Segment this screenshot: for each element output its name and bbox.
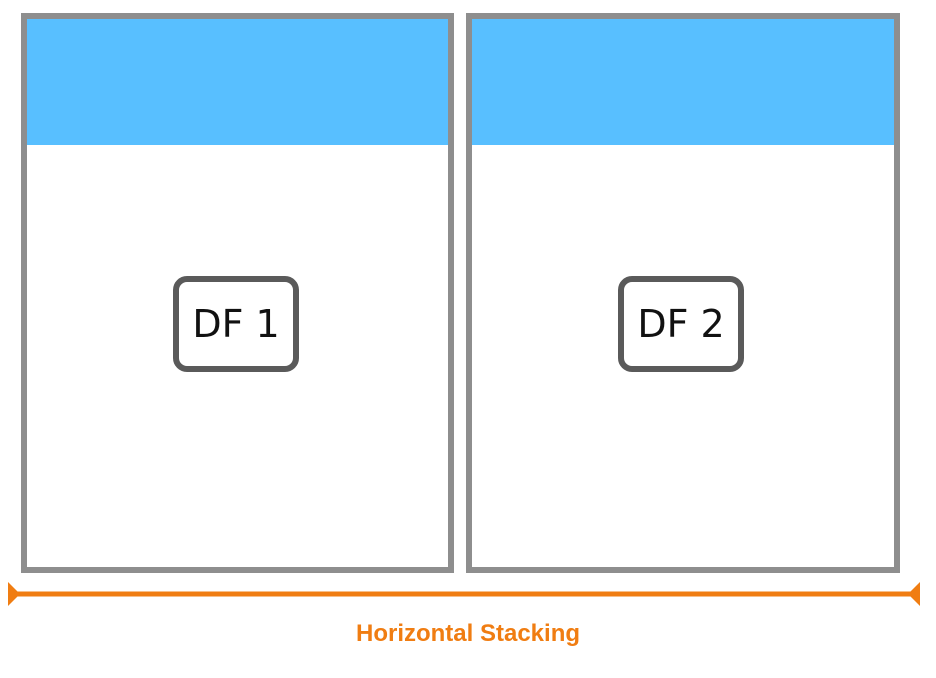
dataframe-1-label: DF 1 [192, 302, 280, 346]
dataframe-2-label-box: DF 2 [618, 276, 744, 372]
dataframe-1-label-box: DF 1 [173, 276, 299, 372]
dataframe-1-header [27, 19, 448, 145]
left-arrowhead-icon [8, 582, 20, 606]
right-arrowhead-icon [908, 582, 920, 606]
dataframe-2-header [472, 19, 894, 145]
dataframe-2-label: DF 2 [637, 302, 725, 346]
dataframe-2: DF 2 [466, 13, 900, 573]
dataframe-1: DF 1 [21, 13, 454, 573]
stacking-caption: Horizontal Stacking [355, 620, 581, 647]
